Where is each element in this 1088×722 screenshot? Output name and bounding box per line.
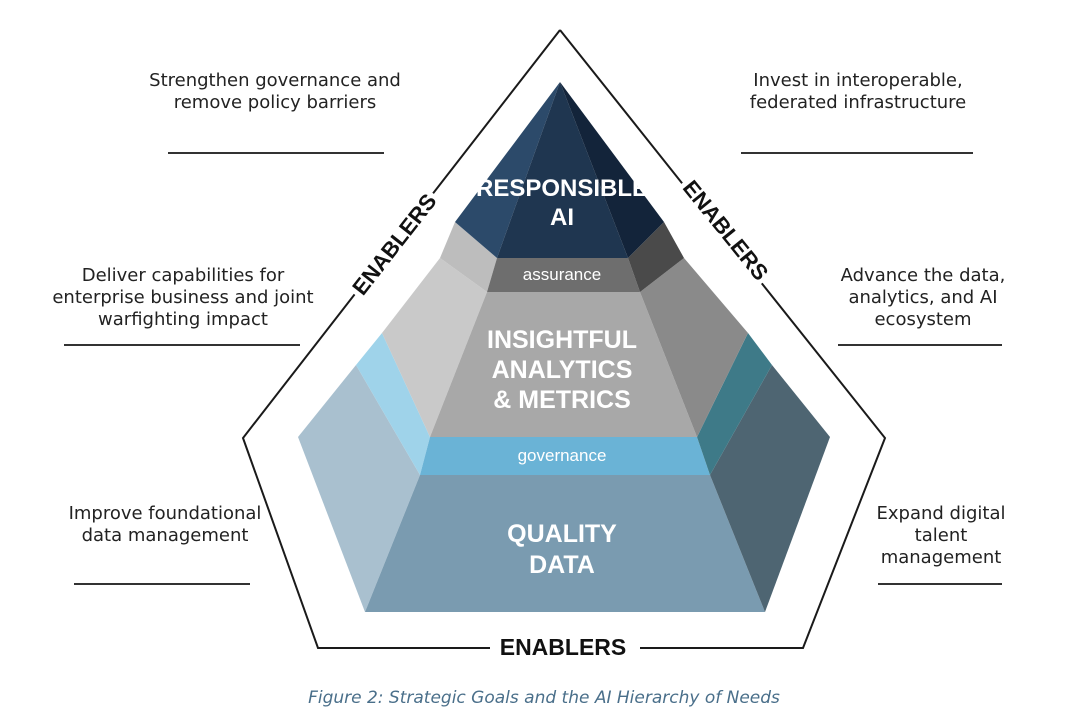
governance-band — [420, 437, 710, 475]
goal-data-management: Improve foundational data management — [68, 503, 262, 546]
goal-governance: Strengthen governance and remove policy … — [149, 70, 401, 113]
quality-center-face — [365, 475, 765, 612]
assurance-band — [487, 258, 640, 292]
goal-infrastructure: Invest in interoperable, federated infra… — [749, 70, 967, 113]
quality-label-line1: QUALITY — [507, 520, 617, 548]
insightful-label-line1: INSIGHTFUL — [487, 326, 637, 354]
figure-caption: Figure 2: Strategic Goals and the AI Hie… — [308, 688, 780, 708]
insightful-center-face — [430, 292, 697, 437]
goal-governance-underline — [168, 152, 384, 154]
assurance-right-face — [628, 222, 684, 292]
goal-talent: Expand digital talent management — [876, 503, 1006, 568]
goal-infrastructure-underline — [741, 152, 973, 154]
governance-label: governance — [518, 446, 607, 465]
responsible-center-face — [497, 82, 628, 258]
governance-left-face — [356, 333, 430, 475]
responsible-left-face — [455, 82, 560, 258]
enablers-bottom-label: ENABLERS — [500, 634, 627, 660]
insightful-label-line3: & METRICS — [493, 386, 631, 414]
assurance-label: assurance — [523, 265, 601, 284]
goal-data-management-underline — [74, 583, 250, 585]
quality-right-face — [710, 365, 830, 612]
insightful-right-face — [640, 258, 748, 437]
insightful-label-line2: ANALYTICS — [492, 356, 633, 384]
goal-capabilities-underline — [64, 344, 300, 346]
responsible-label-line2: AI — [550, 204, 574, 231]
goal-ecosystem-underline — [838, 344, 1002, 346]
insightful-left-face — [382, 258, 487, 437]
enablers-left-mask — [341, 183, 447, 305]
goal-capabilities: Deliver capabilities for enterprise busi… — [52, 265, 314, 330]
enablers-right-mask — [673, 170, 779, 290]
responsible-right-face — [560, 82, 664, 258]
quality-label-line2: DATA — [529, 551, 595, 579]
assurance-left-face — [440, 222, 497, 292]
goal-talent-underline — [878, 583, 1002, 585]
governance-right-face — [697, 333, 772, 475]
goal-ecosystem: Advance the data, analytics, and AI ecos… — [840, 265, 1006, 330]
responsible-label-line1: RESPONSIBLE — [476, 175, 648, 202]
quality-left-face — [298, 365, 420, 612]
